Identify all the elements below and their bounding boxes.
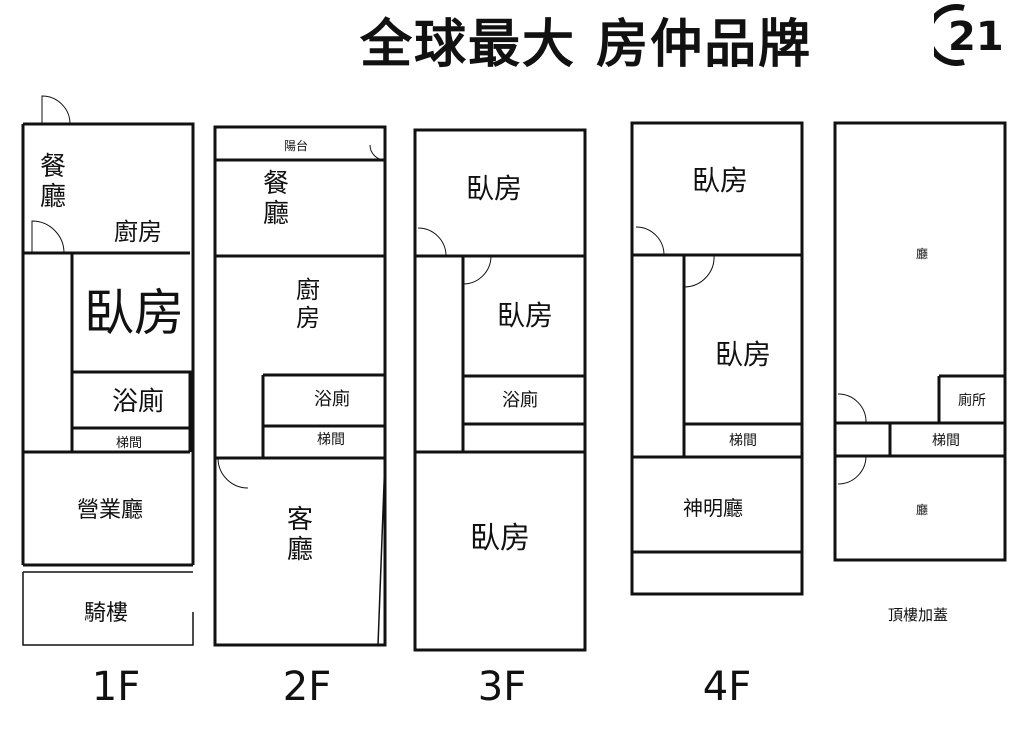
- f1-stairs-label: 梯間: [116, 436, 142, 451]
- floor-label-2f: 2F: [282, 664, 332, 710]
- f1-bathroom-label: 浴廁: [112, 387, 164, 417]
- f3-bedroom3-label: 臥房: [470, 521, 530, 556]
- f2-balcony-label: 陽台: [284, 138, 308, 153]
- floor-4f-plan: [630, 121, 804, 596]
- floor-3f-plan: [413, 128, 587, 652]
- slogan: 全球最大 房仲品牌: [360, 15, 813, 75]
- roof-caption: 頂樓加蓋: [888, 606, 948, 624]
- f2-kitchen-label: 廚房: [296, 276, 320, 332]
- floor-label-4f: 4F: [702, 664, 752, 710]
- floor-label-3f: 3F: [477, 664, 527, 710]
- f2-stairs-label: 梯間: [317, 432, 345, 448]
- floor-2f-plan: [213, 125, 387, 647]
- f3-bedroom2-label: 臥房: [497, 299, 553, 332]
- f3-bedroom1-label: 臥房: [466, 172, 522, 205]
- f1-arcade-label: 騎樓: [84, 601, 128, 626]
- header: 全球最大 房仲品牌 21: [0, 0, 1024, 80]
- century21-logo: 21: [934, 4, 1004, 66]
- roof-toilet-label: 廁所: [958, 392, 986, 409]
- roof-hall1-label: 廳: [916, 246, 928, 261]
- f1-bedroom-label: 臥房: [84, 284, 184, 342]
- f3-bathroom-label: 浴廁: [502, 389, 538, 411]
- f2-living-label: 客廳: [287, 505, 313, 565]
- roof-stairs-label: 梯間: [932, 433, 960, 449]
- roof-hall2-label: 廳: [916, 502, 928, 517]
- logo-number: 21: [948, 14, 1004, 60]
- floor-roof-plan: [833, 121, 1007, 562]
- f1-kitchen-label: 廚房: [114, 218, 162, 246]
- f2-bathroom-label: 浴廁: [314, 388, 350, 410]
- f4-stairs-label: 梯間: [729, 433, 757, 449]
- f4-bedroom2-label: 臥房: [715, 338, 771, 371]
- f1-business-hall-label: 營業廳: [77, 498, 143, 523]
- f1-dining-label: 餐廳: [40, 152, 66, 212]
- floor-label-1f: 1F: [91, 664, 141, 710]
- floor-1f-plan: [21, 95, 195, 646]
- f4-bedroom1-label: 臥房: [692, 164, 748, 197]
- f2-dining-label: 餐廳: [263, 169, 289, 229]
- f4-shrine-label: 神明廳: [683, 496, 743, 520]
